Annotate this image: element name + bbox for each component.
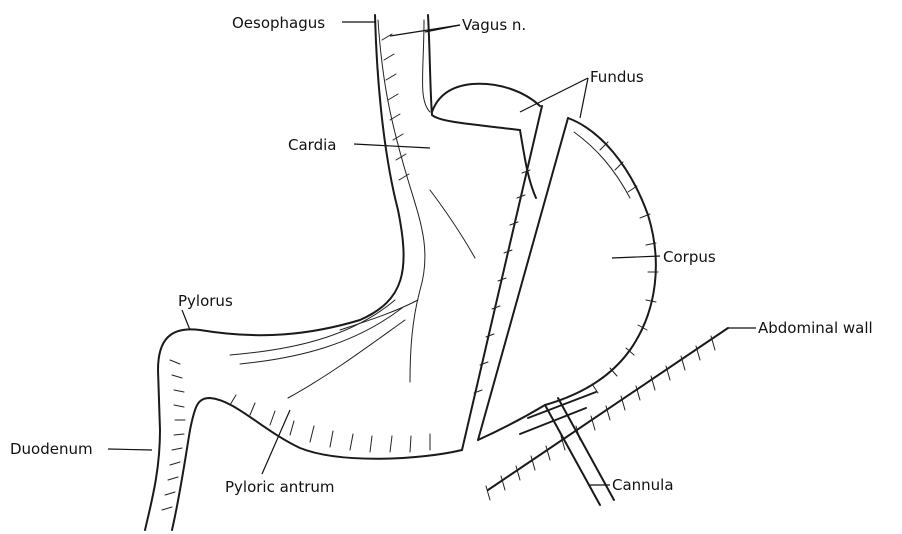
label-abdominal-wall: Abdominal wall [758,319,873,337]
label-cannula: Cannula [612,476,674,494]
labels: Oesophagus Vagus n. Fundus Cardia Corpus… [10,14,873,496]
label-duodenum: Duodenum [10,440,93,458]
leader-lines [108,22,756,485]
label-fundus: Fundus [590,68,644,86]
label-corpus: Corpus [663,248,716,266]
cannula [520,392,614,505]
section-cut [462,106,568,450]
abdominal-wall [486,328,728,500]
label-cardia: Cardia [288,136,336,154]
stomach-main-outline [145,15,540,530]
vagus-nerve-branches [288,20,475,398]
label-pyloric-antrum: Pyloric antrum [225,478,334,496]
label-oesophagus: Oesophagus [232,14,325,32]
label-pylorus: Pylorus [178,292,233,310]
hatching [162,34,658,510]
label-vagus: Vagus n. [462,16,526,34]
